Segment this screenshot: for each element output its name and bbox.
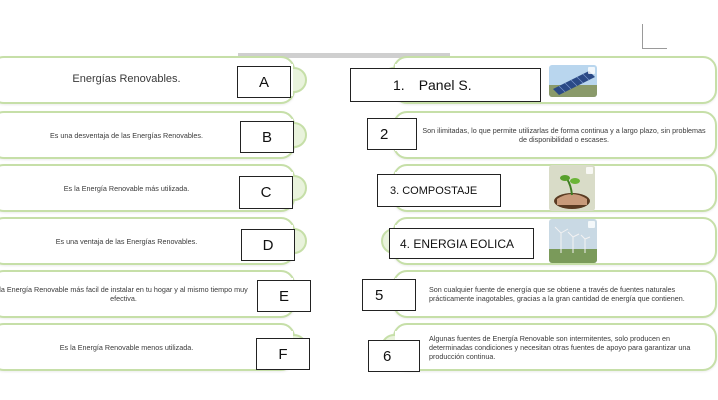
left-card-text: Es la Energía Renovable más utilizada. <box>63 183 190 193</box>
left-card-text: Energías Renovables. <box>72 73 181 86</box>
left-card-text: Es una ventaja de las Energías Renovable… <box>55 236 198 246</box>
right-card-5[interactable]: Son cualquier fuente de energía que se o… <box>381 270 717 318</box>
right-card-text: Son ilimitadas, lo que permite utilizarl… <box>422 126 706 144</box>
left-card-text: Es la Energía Renovable menos utilizada. <box>59 342 194 352</box>
left-card-text: la Energía Renovable más facil de instal… <box>0 285 248 303</box>
right-card-text: Son cualquier fuente de energía que se o… <box>429 285 685 303</box>
right-card-6[interactable]: Algunas fuentes de Energía Renovable son… <box>381 323 717 371</box>
letter-box-a[interactable]: A <box>237 66 291 98</box>
answer-text: Panel S. <box>418 77 472 93</box>
letter-box-f[interactable]: F <box>256 338 310 370</box>
left-card-text: Es una desventaja de las Energías Renova… <box>49 130 204 140</box>
answer-number: 1. <box>393 77 405 93</box>
answer-box-3[interactable]: 3. COMPOSTAJE <box>377 174 501 207</box>
left-card-5[interactable]: la Energía Renovable más facil de instal… <box>0 270 307 318</box>
wind-turbines-image <box>549 219 597 263</box>
letter-box-b[interactable]: B <box>240 121 294 153</box>
solar-panel-image <box>549 65 597 97</box>
answer-box-5[interactable]: 5 <box>362 279 416 311</box>
right-card-text: Algunas fuentes de Energía Renovable son… <box>429 333 691 361</box>
letter-box-d[interactable]: D <box>241 229 295 261</box>
letter-box-e[interactable]: E <box>257 280 311 312</box>
right-card-2[interactable]: Son ilimitadas, lo que permite utilizarl… <box>381 111 717 159</box>
page-corner-mark <box>642 24 667 49</box>
letter-box-c[interactable]: C <box>239 176 293 209</box>
answer-box-2[interactable]: 2 <box>367 118 417 150</box>
answer-box-1[interactable]: 1. Panel S. <box>350 68 541 102</box>
left-card-6[interactable]: Es la Energía Renovable menos utilizada. <box>0 323 307 371</box>
answer-box-4[interactable]: 4. ENERGIA EOLICA <box>389 228 534 259</box>
plant-sprout-image <box>549 165 595 211</box>
scroll-indicator <box>238 53 450 58</box>
answer-box-6[interactable]: 6 <box>368 340 420 372</box>
